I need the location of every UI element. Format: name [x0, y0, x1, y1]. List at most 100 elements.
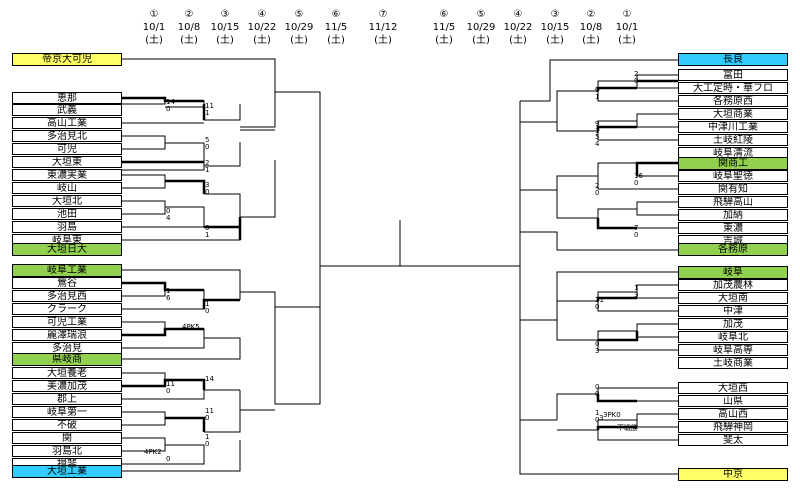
score-label: 1: [595, 409, 600, 417]
bracket-line: [122, 372, 166, 387]
team-box: 山県: [678, 395, 788, 407]
score-label: 4: [166, 214, 171, 222]
team-box: 各務原: [678, 243, 788, 256]
team-box: 帝京大可児: [12, 53, 122, 66]
round-date: 11/5: [432, 22, 456, 33]
round-date: 10/1: [142, 22, 166, 33]
bracket-line: [204, 142, 241, 167]
winner-line: [596, 86, 637, 91]
bracket-line: [275, 266, 321, 308]
score-label: 3: [634, 291, 639, 299]
bracket-line: [597, 120, 678, 141]
team-box: 多治見西: [12, 290, 122, 302]
round-date: 10/1: [615, 22, 639, 33]
score-label: 5: [595, 133, 600, 141]
winner-line: [122, 327, 204, 337]
round-no: ③: [220, 9, 230, 20]
team-box: 関商工: [678, 157, 788, 170]
bracket-line: [204, 337, 241, 348]
round-day: (土): [618, 35, 636, 46]
winner-line: [598, 331, 639, 342]
score-label: 0: [595, 340, 600, 348]
team-box: 郡上: [12, 393, 122, 405]
round-date: 10/22: [503, 22, 533, 33]
score-label: 3: [595, 347, 600, 355]
bracket-line: [556, 122, 598, 132]
bracket-line: [556, 90, 598, 122]
team-box: 高山工業: [12, 117, 122, 129]
winner-line: [122, 96, 204, 103]
score-label: 4PK2: [144, 448, 162, 456]
team-box: 池田: [12, 208, 122, 220]
bracket-line: [275, 91, 358, 267]
team-box: 岐阜工業: [12, 264, 122, 277]
score-label: 6: [166, 294, 171, 302]
team-box: 不破: [12, 419, 122, 431]
round-no: ④: [513, 9, 523, 20]
bracket-line: [519, 419, 678, 475]
score-label: 9: [595, 120, 600, 128]
round-no: ②: [184, 9, 194, 20]
winner-line: [596, 125, 637, 131]
team-box: 岐阜高専: [678, 344, 788, 356]
bracket-line: [204, 390, 241, 433]
winner-line: [596, 394, 637, 403]
team-box: 大垣工業: [12, 465, 122, 478]
score-label: 0: [166, 207, 171, 215]
bracket-line: [122, 200, 166, 215]
bracket-line: [122, 440, 241, 472]
round-no: ②: [586, 9, 596, 20]
round-date: 10/15: [540, 22, 570, 33]
bracket-line: [122, 282, 166, 297]
bracket-line: [122, 289, 205, 310]
team-box: 岐山: [12, 182, 122, 194]
team-box: 東濃実業: [12, 169, 122, 181]
team-box: 中津川工業: [678, 121, 788, 133]
score-label: 0: [166, 387, 171, 395]
bracket-line: [274, 307, 321, 405]
score-label: 0: [166, 105, 171, 113]
bracket-line: [520, 231, 678, 251]
score-label: 0: [634, 77, 639, 85]
team-box: 東濃: [678, 222, 788, 234]
bracket-line: [122, 58, 276, 128]
winner-line: [122, 281, 204, 292]
bracket-line: [636, 413, 678, 428]
bracket-line: [636, 323, 678, 338]
round-day: (土): [374, 35, 392, 46]
round-no: ③: [550, 9, 560, 20]
round-day: (土): [145, 35, 163, 46]
team-box: 岐阜第一: [12, 406, 122, 418]
score-label: 1: [205, 300, 210, 308]
bracket-line: [556, 271, 678, 305]
round-no: ⑤: [294, 9, 304, 20]
round-date: 10/29: [284, 22, 314, 33]
round-no: ⑤: [476, 9, 486, 20]
team-box: 岐阜聖徳: [678, 170, 788, 182]
bracket-line: [122, 411, 166, 426]
bracket-line: [122, 321, 166, 336]
round-date: 10/15: [210, 22, 240, 33]
team-box: 富田: [678, 69, 788, 81]
winner-line: [596, 296, 637, 301]
team-box: 加茂農林: [678, 279, 788, 291]
team-box: 加茂: [678, 318, 788, 330]
round-day: (土): [180, 35, 198, 46]
score-label: 14: [166, 98, 175, 106]
bracket-line: [556, 393, 598, 420]
score-label: 不戦勝: [617, 424, 638, 432]
bracket-line: [556, 305, 598, 341]
score-label: 11: [166, 380, 175, 388]
score-label: 1: [634, 284, 639, 292]
round-day: (土): [435, 35, 453, 46]
bracket-line: [122, 328, 205, 349]
round-day: (土): [472, 35, 490, 46]
team-box: 土岐商業: [678, 357, 788, 369]
